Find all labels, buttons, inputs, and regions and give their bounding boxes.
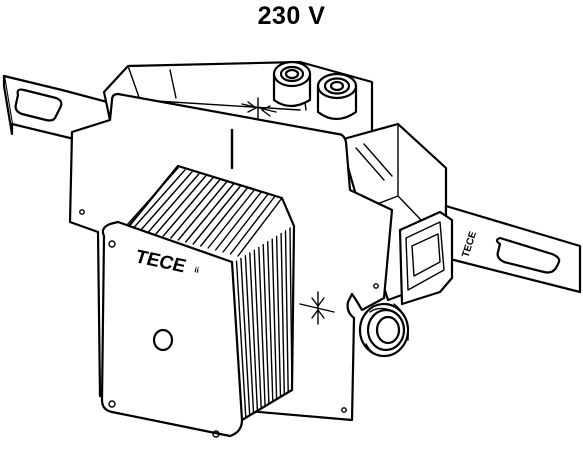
- plate-hole: [79, 209, 85, 215]
- alignment-arrow-bottom: [299, 291, 335, 325]
- plate-hole: [373, 283, 379, 289]
- front-brand-logo-suffix: ii: [194, 265, 200, 275]
- cover-screw: [108, 400, 116, 408]
- plate-hole: [341, 407, 347, 413]
- transformer-cover: TECE ii: [100, 164, 296, 438]
- left-bracket-slot: [14, 88, 63, 122]
- cover-screw: [212, 430, 220, 438]
- cover-screw: [108, 240, 116, 248]
- right-bracket-slot: [495, 236, 561, 274]
- port-left: [272, 60, 312, 108]
- indicator-hole: [152, 328, 174, 352]
- voltage-label: 230 V: [257, 2, 326, 30]
- port-right: [316, 72, 358, 121]
- right-mounting-bracket: TECE: [398, 204, 582, 306]
- alignment-arrow-top: [241, 97, 277, 119]
- conduit-fitting: [358, 302, 410, 358]
